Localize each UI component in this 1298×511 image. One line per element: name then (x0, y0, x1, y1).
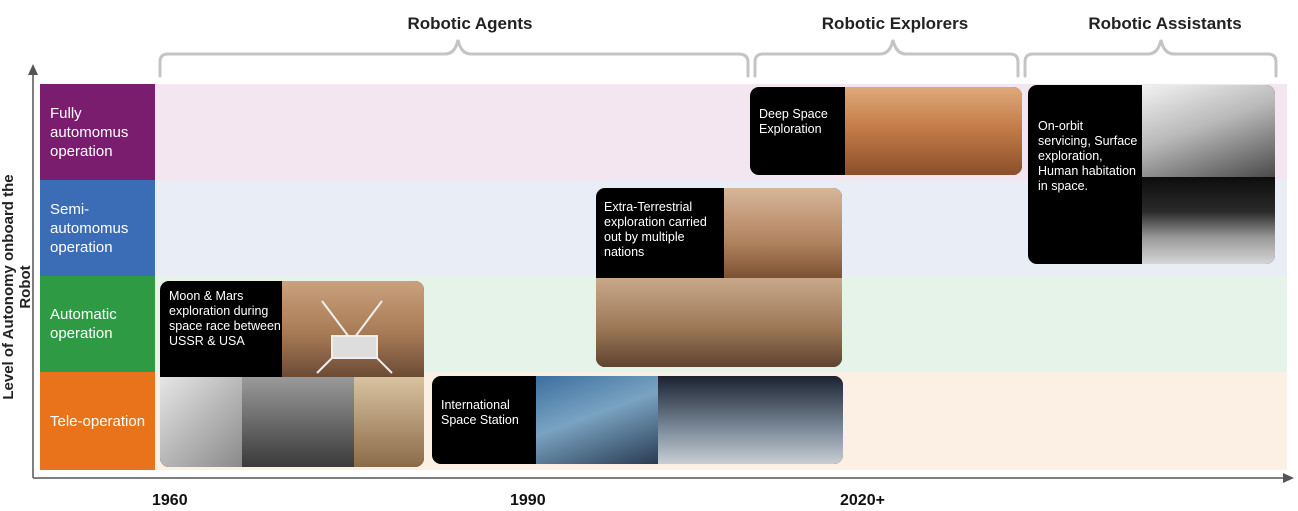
brace-robotic-assistants (1023, 39, 1278, 78)
y-axis-arrow (28, 64, 38, 75)
iss-arm-photo-1 (536, 376, 658, 464)
iss-arm-photo-2 (658, 376, 843, 464)
card-moon-mars: Moon & Mars exploration during space rac… (160, 281, 424, 467)
card-text: International Space Station (441, 398, 519, 427)
x-tick-1960: 1960 (152, 492, 188, 509)
rover-photo-2 (596, 278, 842, 367)
card-iss: International Space Station (432, 376, 843, 464)
on-orbit-photo (1142, 85, 1275, 177)
lunokhod-photo-2 (242, 377, 354, 467)
brace-robotic-agents (158, 39, 750, 78)
era-label-robotic-assistants: Robotic Assistants (1088, 14, 1242, 33)
brace-robotic-explorers (753, 39, 1020, 78)
card-text: On-orbit servicing, Surface exploration,… (1038, 119, 1138, 193)
level-fully-autonomous: Fully automomus operation (40, 84, 155, 180)
level-automatic: Automatic operation (40, 276, 155, 372)
lunokhod-photo-1 (160, 377, 242, 467)
lander-photo-2 (354, 377, 424, 467)
level-label: Fully automomus operation (50, 104, 129, 160)
level-tele-operation: Tele-operation (40, 372, 155, 470)
level-label: Automatic operation (50, 306, 117, 342)
card-text: Moon & Mars exploration during space rac… (169, 289, 281, 348)
era-braces (158, 39, 1278, 78)
card-extra-terrestrial: Extra-Terrestrial exploration carried ou… (596, 188, 842, 367)
era-label-robotic-agents: Robotic Agents (407, 14, 533, 33)
card-on-orbit: On-orbit servicing, Surface exploration,… (1028, 85, 1275, 264)
x-tick-2020: 2020+ (840, 492, 885, 509)
x-tick-1990: 1990 (510, 492, 546, 509)
surface-habitat-photo (1142, 177, 1275, 264)
era-label-robotic-explorers: Robotic Explorers (821, 14, 969, 33)
level-label: Tele-operation (50, 412, 146, 430)
card-deep-space: Deep Space Exploration (750, 87, 1022, 175)
lander-photo (282, 281, 424, 377)
card-text: Extra-Terrestrial exploration carried ou… (604, 200, 707, 259)
card-text: Deep Space Exploration (759, 107, 828, 136)
level-semi-autonomous: Semi-automomus operation (40, 180, 155, 276)
level-label: Semi-automomus operation (50, 200, 129, 256)
deep-space-photo (845, 87, 1022, 175)
x-axis-arrow (1283, 473, 1294, 483)
y-axis-label: Level of Autonomy onboard the Robot (0, 174, 34, 400)
rover-photo-1 (724, 188, 842, 278)
